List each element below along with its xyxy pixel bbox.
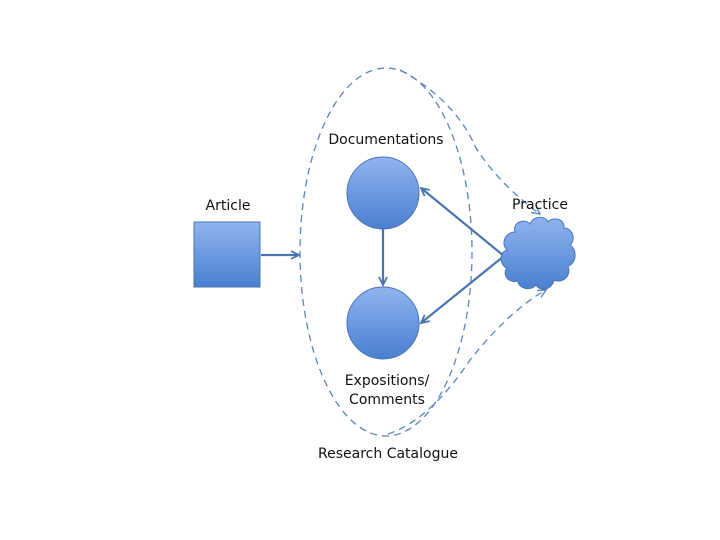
article-node[interactable]: [193, 221, 261, 288]
dashed-edge-catalogue-to-practice-top: [399, 69, 542, 215]
dashed-edge-catalogue-to-practice-bottom: [387, 289, 548, 435]
research-catalogue-label: Research Catalogue: [318, 446, 458, 462]
article-label: Article: [206, 198, 251, 214]
documentations-node[interactable]: [346, 156, 420, 230]
edge-practice-to-expositions: [419, 255, 505, 325]
edge-practice-to-documentations: [419, 186, 505, 257]
expositions-node[interactable]: [346, 286, 420, 360]
documentations-label: Documentations: [328, 132, 443, 148]
cloud-icon: [500, 216, 576, 290]
practice-node[interactable]: [500, 216, 576, 290]
expositions-label-line1: Expositions/: [345, 373, 430, 389]
practice-label: Practice: [512, 197, 568, 213]
expositions-label-line2: Comments: [349, 392, 425, 408]
